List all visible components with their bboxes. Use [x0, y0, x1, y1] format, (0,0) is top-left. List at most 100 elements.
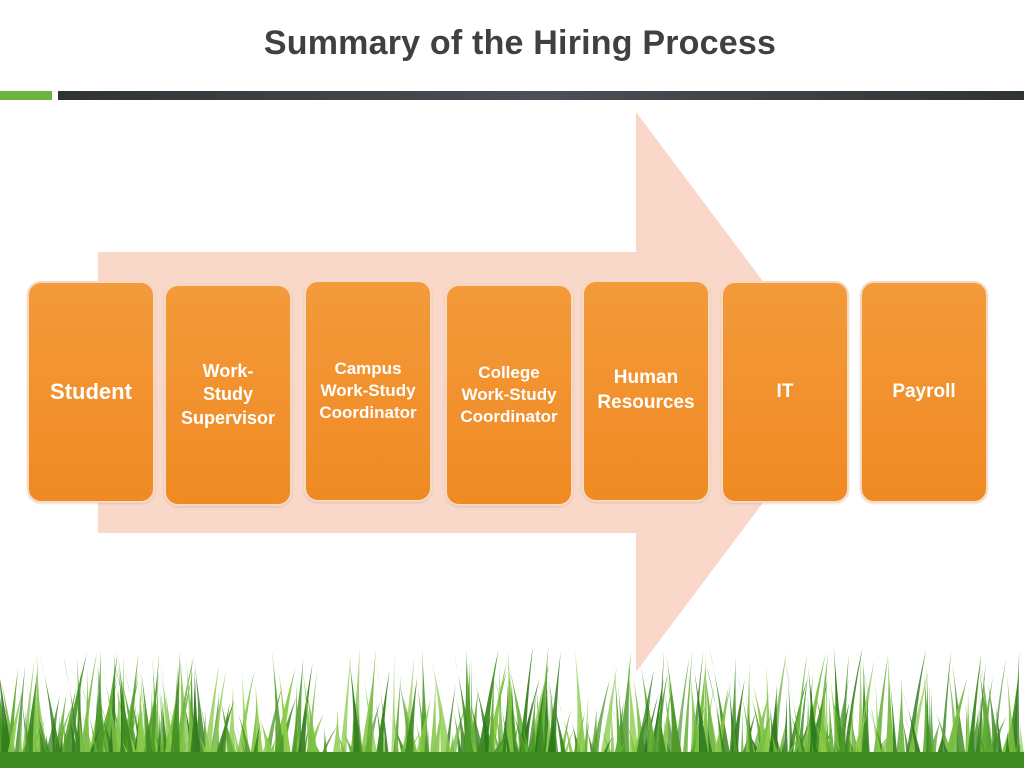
step-work-study-supervisor: Work- Study Supervisor [164, 284, 292, 506]
grass-blade [574, 647, 589, 768]
grass-blade [304, 672, 321, 768]
grass-blade [462, 661, 473, 768]
grass-blade [902, 691, 925, 768]
step-work-study-supervisor-label: Work- Study Supervisor [180, 360, 276, 428]
grass-blade [134, 676, 143, 768]
grass-blade [39, 655, 64, 768]
grass-blade [392, 675, 402, 768]
step-campus-work-study-coordinator: Campus Work-Study Coordinator [304, 280, 432, 502]
grass-blade [545, 651, 561, 768]
grass-blade [942, 677, 968, 768]
grass-blade [745, 693, 757, 768]
grass-blade [524, 693, 537, 768]
grass-blade [390, 650, 396, 768]
grass-blade [20, 661, 35, 768]
grass-blade [993, 690, 1005, 768]
grass-decoration [0, 645, 1024, 768]
grass-blade [496, 664, 506, 768]
grass-blade [787, 666, 795, 768]
title-divider-bar [58, 91, 1024, 100]
grass-blade [1011, 651, 1021, 768]
step-payroll-label: Payroll [892, 380, 956, 402]
grass-blade [1006, 672, 1019, 768]
grass-blade [152, 657, 162, 768]
grass-blade [894, 677, 907, 768]
grass-blade [927, 683, 933, 768]
grass-blade [665, 648, 684, 768]
grass-blade [118, 666, 130, 768]
grass-blade [982, 668, 997, 768]
grass-blade [888, 668, 899, 768]
step-college-work-study-coordinator-label: College Work-Study Coordinator [460, 362, 558, 427]
grass-blade [708, 646, 733, 768]
grass-blade [276, 657, 293, 768]
step-student: Student [27, 281, 155, 503]
grass-blade [555, 693, 577, 768]
grass-blade [178, 657, 187, 768]
grass-blade [706, 692, 722, 768]
grass-blade [115, 665, 136, 768]
grass-blade [475, 650, 499, 768]
grass-blade [139, 657, 155, 768]
step-human-resources-label: Human Resources [597, 367, 695, 413]
grass-blade [617, 681, 628, 768]
grass-blade [299, 647, 316, 768]
grass-blade [598, 667, 617, 768]
grass-blade [975, 661, 987, 768]
grass-blade [827, 694, 837, 768]
grass-blade [633, 669, 654, 768]
step-campus-work-study-coordinator-label: Campus Work-Study Coordinator [319, 359, 417, 423]
grass-blade [986, 675, 1004, 768]
grass-blade [486, 665, 495, 768]
grass-blade [209, 670, 227, 768]
grass-blade [240, 671, 251, 768]
grass-blade [905, 670, 929, 768]
grass-blade [123, 652, 139, 768]
grass-blade [731, 699, 740, 768]
grass-blade [689, 671, 703, 768]
slide-title: Summary of the Hiring Process [263, 24, 777, 62]
grass-blade [828, 667, 843, 768]
grass-blade [855, 681, 870, 768]
grass-base [0, 752, 1024, 768]
grass-blade [547, 682, 570, 768]
grass-blade [507, 649, 519, 768]
step-human-resources: Human Resources [582, 280, 710, 502]
grass-blade [348, 656, 365, 768]
grass-blade [952, 663, 968, 768]
grass-blade [168, 653, 181, 768]
grass-blade [201, 663, 220, 768]
grass-blade [904, 649, 926, 768]
grass-blade [148, 653, 160, 768]
grass-blade [91, 648, 105, 768]
grass-blade [212, 699, 235, 768]
grass-blade [364, 649, 376, 768]
grass-blade [939, 649, 952, 768]
grass-blade [376, 663, 391, 768]
grass-blade [784, 656, 805, 768]
grass-blade [728, 679, 745, 768]
step-student-label: Student [50, 378, 132, 404]
step-college-work-study-coordinator: College Work-Study Coordinator [445, 284, 573, 506]
grass-blade [207, 692, 221, 768]
grass-blade [402, 677, 418, 768]
grass-blade [101, 662, 123, 768]
grass-blade [616, 652, 631, 768]
grass-blade [338, 653, 352, 768]
grass-blade [792, 652, 808, 768]
grass-blade [193, 658, 209, 768]
grass-blade [188, 669, 202, 768]
grass-blade [649, 672, 668, 768]
grass-blade [58, 689, 76, 768]
grass-blade [965, 654, 982, 768]
grass-blade [583, 696, 589, 768]
grass-blade [495, 679, 513, 768]
grass-blade [233, 700, 256, 768]
grass-blade [627, 658, 642, 768]
grass-blade [693, 664, 711, 768]
step-it-label: IT [776, 380, 794, 402]
grass-blade [842, 646, 863, 768]
grass-blade [81, 683, 101, 768]
grass-blade [390, 684, 401, 768]
